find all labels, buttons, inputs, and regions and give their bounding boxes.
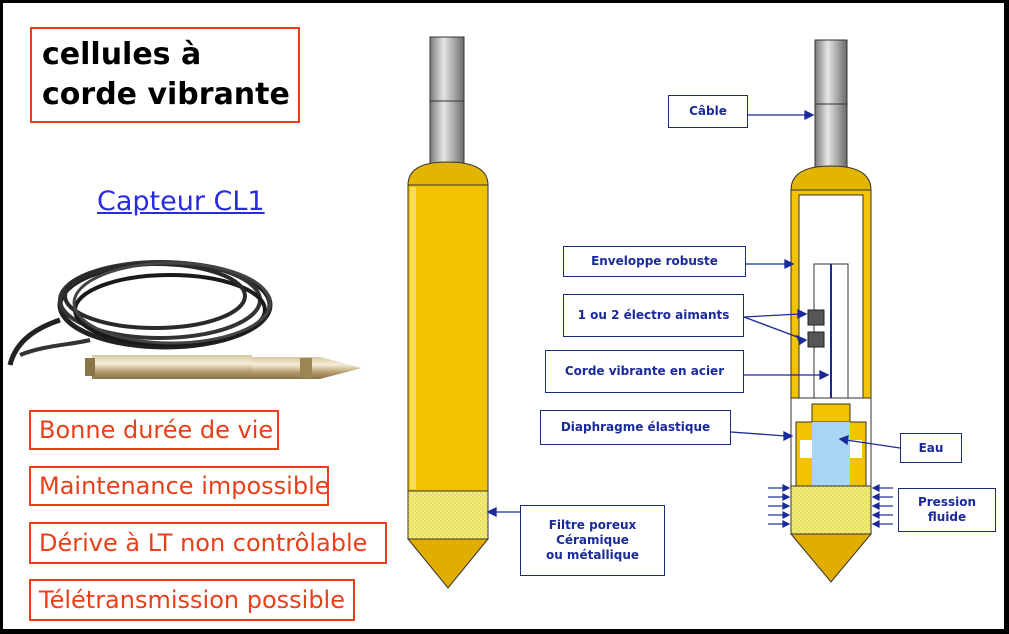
label-cable: Câble xyxy=(668,95,748,128)
label-eau: Eau xyxy=(900,433,962,463)
label-corde-vibrante: Corde vibrante en acier xyxy=(545,350,744,393)
label-diaphragme: Diaphragme élastique xyxy=(540,410,731,445)
probe-cross-section xyxy=(791,40,871,582)
feature-teletransmission: Télétransmission possible xyxy=(29,579,355,621)
label-filtre-poreux: Filtre poreux Céramique ou métallique xyxy=(520,505,665,576)
label-pression-fluide: Pression fluide xyxy=(898,488,996,532)
feature-durability: Bonne durée de vie xyxy=(29,410,279,450)
feature-maintenance: Maintenance impossible xyxy=(29,466,329,506)
sensor-photo xyxy=(10,262,362,379)
probe-exterior xyxy=(408,37,488,588)
feature-drift: Dérive à LT non contrôlable xyxy=(29,522,387,564)
label-electro-aimants: 1 ou 2 électro aimants xyxy=(563,294,744,337)
label-enveloppe: Enveloppe robuste xyxy=(563,246,746,277)
